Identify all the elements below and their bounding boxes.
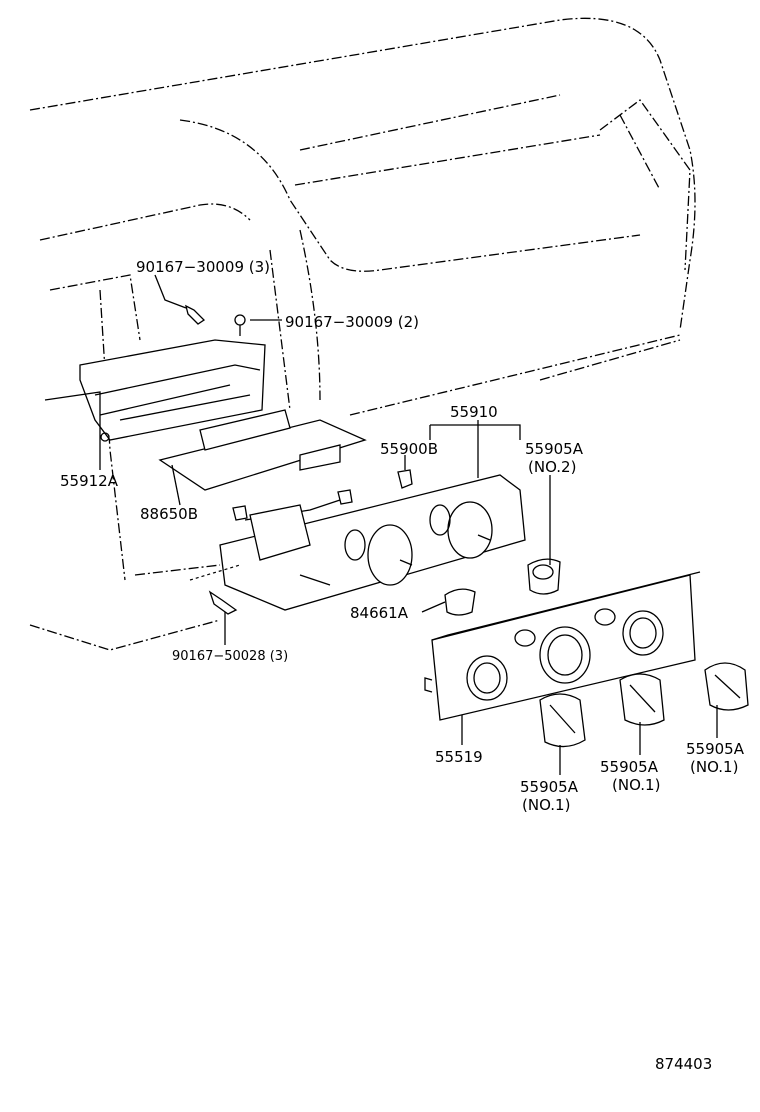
clip-55900B-icon bbox=[397, 469, 413, 489]
dashboard-outline bbox=[29, 17, 696, 651]
label-clip: 55900B bbox=[380, 440, 439, 458]
button-84661A bbox=[444, 588, 476, 616]
clip-mid-icon bbox=[337, 489, 353, 505]
label-assembly: 55910 bbox=[450, 403, 498, 421]
board-88650B bbox=[158, 409, 367, 491]
screw-upper-right-icon bbox=[234, 314, 246, 336]
label-bolt-upper-right: 90167−30009 (2) bbox=[285, 313, 420, 331]
radio-box-55912A bbox=[44, 339, 266, 442]
label-board: 88650B bbox=[140, 505, 199, 523]
leader-lines bbox=[99, 274, 718, 775]
label-knob-no2-note: (NO.2) bbox=[528, 458, 577, 476]
panel-55519 bbox=[424, 571, 701, 721]
knob-no1-a bbox=[539, 693, 586, 748]
label-bolt-upper-left: 90167−30009 (3) bbox=[136, 258, 271, 276]
control-assembly-55910 bbox=[219, 474, 526, 611]
screw-upper-left-icon bbox=[185, 304, 206, 325]
label-knob-b-note: (NO.1) bbox=[612, 776, 661, 794]
knob-no2 bbox=[527, 558, 561, 595]
label-knob-b-part: 55905A bbox=[600, 758, 658, 776]
label-bolt-lower: 90167−50028 (3) bbox=[172, 649, 289, 664]
label-button: 84661A bbox=[350, 604, 408, 622]
label-knob-c-part: 55905A bbox=[686, 740, 744, 758]
screws bbox=[185, 304, 413, 615]
knob-no1-c bbox=[704, 662, 749, 711]
knob-no1-b bbox=[619, 673, 665, 726]
figure-number: 874403 bbox=[655, 1055, 713, 1073]
label-knob-no2-part: 55905A bbox=[525, 440, 583, 458]
screw-lower-icon bbox=[208, 590, 238, 615]
clip-left-icon bbox=[232, 505, 248, 521]
label-knob-c-note: (NO.1) bbox=[690, 758, 739, 776]
label-panel: 55519 bbox=[435, 748, 483, 766]
label-box: 55912A bbox=[60, 472, 118, 490]
label-knob-a-note: (NO.1) bbox=[522, 796, 571, 814]
label-knob-a-part: 55905A bbox=[520, 778, 578, 796]
